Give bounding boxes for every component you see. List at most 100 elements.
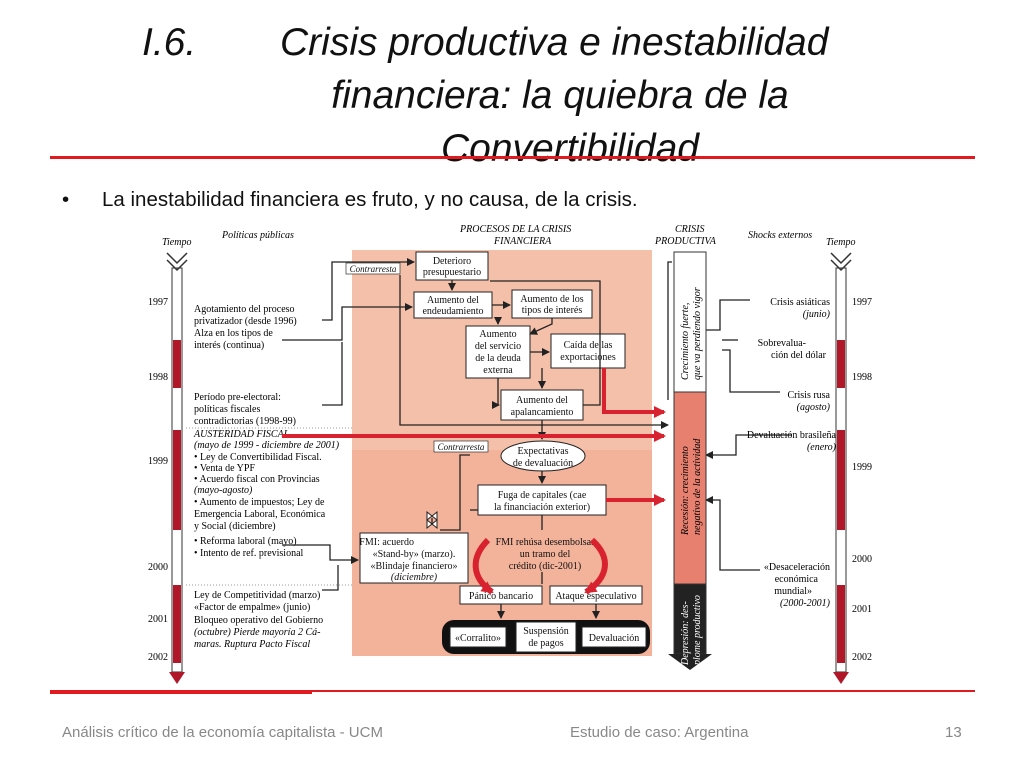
box-servicio (465, 325, 531, 379)
box-fuga-l1: Fuga de capitales (cae (498, 490, 587, 501)
title-line-3: Convertibilidad (441, 127, 699, 170)
shock-5-l1: «Desaceleración (764, 562, 830, 573)
box-fmi (359, 532, 469, 584)
policy-3-line-1: AUSTERIDAD FISCAL (193, 429, 290, 440)
shock-4-l2: (enero) (807, 442, 837, 453)
box-tipos-l1: Aumento de los (520, 294, 583, 305)
shock-3-l2: (agosto) (797, 402, 831, 413)
red-arrows (282, 368, 666, 595)
title-line-1: Crisis productiva e inestabilidad (280, 21, 829, 64)
header-shocks: Shocks externos (748, 230, 812, 241)
policy-2-line-1: Período pre-electoral: (194, 392, 281, 403)
box-expectativas-l1: Expectativas (517, 446, 568, 457)
box-endeudamiento-l2: endeudamiento (422, 306, 483, 317)
year-left-2001: 2001 (148, 614, 168, 625)
box-exportaciones-l2: exportaciones (560, 352, 616, 363)
box-apalancamiento (500, 389, 584, 421)
year-right-1998: 1998 (852, 372, 872, 383)
box-tipos-l2: tipos de interés (522, 305, 583, 316)
phase-recesion-l2: negativo de la actividad (692, 438, 703, 535)
box-servicio-l2: del servicio (475, 341, 521, 352)
box-servicio-l1: Aumento (479, 329, 516, 340)
header-crisis-2: PRODUCTIVA (654, 236, 717, 247)
box-fuga-l2: la financiación exterior) (494, 502, 590, 513)
box-deterioro-l1: Deterioro (433, 256, 471, 267)
valve-icon (426, 510, 438, 530)
policy-3-line-3: • Ley de Convertibilidad Fiscal. (194, 452, 322, 463)
label-contrarresta-1-text: Contrarresta (350, 264, 397, 274)
box-apalancamiento-l2: apalancamiento (511, 407, 574, 418)
footer-divider-accent (50, 690, 312, 694)
policy-4-line-5: maras. Ruptura Pacto Fiscal (194, 639, 310, 650)
box-suspension (515, 621, 577, 653)
box-suspension-l1: Suspensión (523, 626, 569, 637)
box-corralito (449, 626, 507, 648)
year-left-1997: 1997 (148, 297, 168, 308)
header-tiempo-right: Tiempo (826, 237, 855, 248)
box-devaluacion (581, 626, 647, 648)
policy-3-line-5: • Acuerdo fiscal con Provincias (194, 474, 320, 485)
year-right-1999: 1999 (852, 462, 872, 473)
policy-4-line-3: Bloqueo operativo del Gobierno (194, 615, 323, 626)
box-fmi-l1: FMI: acuerdo (359, 537, 414, 548)
shock-5-l4: (2000-2001) (780, 598, 831, 609)
title-underline (50, 156, 975, 159)
year-right-1997: 1997 (852, 297, 872, 308)
label-contrarresta-2 (433, 440, 489, 453)
policy-3-line-8: Emergencia Laboral, Económica (194, 509, 326, 520)
policy-4-line-1: Ley de Competitividad (marzo) (194, 590, 320, 601)
footer-page-number: 13 (945, 724, 962, 741)
header-politicas: Políticas públicas (221, 230, 294, 241)
box-servicio-l3: de la deuda (475, 353, 521, 364)
phase-crecimiento-l2: que va perdiendo vigor (692, 287, 703, 380)
black-connectors (282, 258, 792, 619)
productive-crisis-column (668, 251, 712, 670)
policy-3-line-2: (mayo de 1999 - diciembre de 2001) (194, 440, 340, 451)
box-ataque-label: Ataque especulativo (555, 591, 636, 602)
box-fmi-l4: (diciembre) (391, 572, 438, 583)
box-devaluacion-label: Devaluación (589, 633, 640, 644)
phase-labels: Crecimiento fuerte, que va perdiendo vig… (680, 287, 703, 666)
policy-2-line-3: contradictorias (1998-99) (194, 416, 296, 427)
shock-2-l1: Sobrevalua- (758, 338, 806, 349)
box-corralito-label: «Corralito» (455, 633, 501, 644)
year-right-2000: 2000 (852, 554, 872, 565)
shock-5-l3: mundial» (774, 586, 812, 597)
box-exportaciones-l1: Caída de las (564, 340, 613, 351)
box-expectativas (500, 440, 586, 472)
box-endeudamiento (413, 291, 493, 319)
year-left-2000: 2000 (148, 562, 168, 573)
shock-texts: Crisis asiáticas (junio) Sobrevalua- ció… (747, 297, 837, 609)
timeline-right (830, 252, 852, 684)
box-deterioro (415, 251, 489, 281)
policy-4-line-4: (octubre) Pierde mayoría 2 Cá- (194, 627, 320, 638)
phase-depresion-l2: plome productivo (692, 595, 703, 666)
header-tiempo-left: Tiempo (162, 237, 191, 248)
footer-topic: Estudio de caso: Argentina (570, 724, 749, 741)
policy-2-line-2: políticas fiscales (194, 404, 260, 415)
policy-3-line-10: • Reforma laboral (mayo) (194, 536, 297, 547)
box-deterioro-l2: presupuestario (423, 267, 481, 278)
box-expectativas-l2: de devaluación (513, 458, 573, 469)
bullet-text: La inestabilidad financiera es fruto, y … (102, 188, 638, 211)
title-number: I.6. (142, 21, 197, 64)
box-exportaciones (550, 333, 626, 369)
box-apalancamiento-l1: Aumento del (516, 395, 568, 406)
policy-1-line-4: interés (continua) (194, 340, 264, 351)
bullet-dot-icon: • (62, 188, 70, 211)
policy-3-line-7: • Aumento de impuestos; Ley de (194, 497, 325, 508)
phase-depresion-l1: Depresión: des- (680, 601, 691, 666)
policy-3-line-9: y Social (diciembre) (194, 521, 276, 532)
box-servicio-l4: externa (483, 365, 513, 376)
fmi-rehusa-l1: FMI rehúsa desembolsar (496, 537, 596, 548)
header-crisis-1: CRISIS (675, 224, 704, 235)
timeline-left (166, 252, 188, 684)
year-right-2001: 2001 (852, 604, 872, 615)
policy-3-line-11: • Intento de ref. previsional (194, 548, 304, 559)
policy-4-line-2: «Factor de empalme» (junio) (194, 602, 310, 613)
fmi-rehusa-l3: crédito (dic-2001) (509, 561, 581, 572)
policy-texts: Agotamiento del proceso privatizador (de… (193, 304, 340, 650)
footer-divider (50, 690, 975, 692)
year-left-2002: 2002 (148, 652, 168, 663)
